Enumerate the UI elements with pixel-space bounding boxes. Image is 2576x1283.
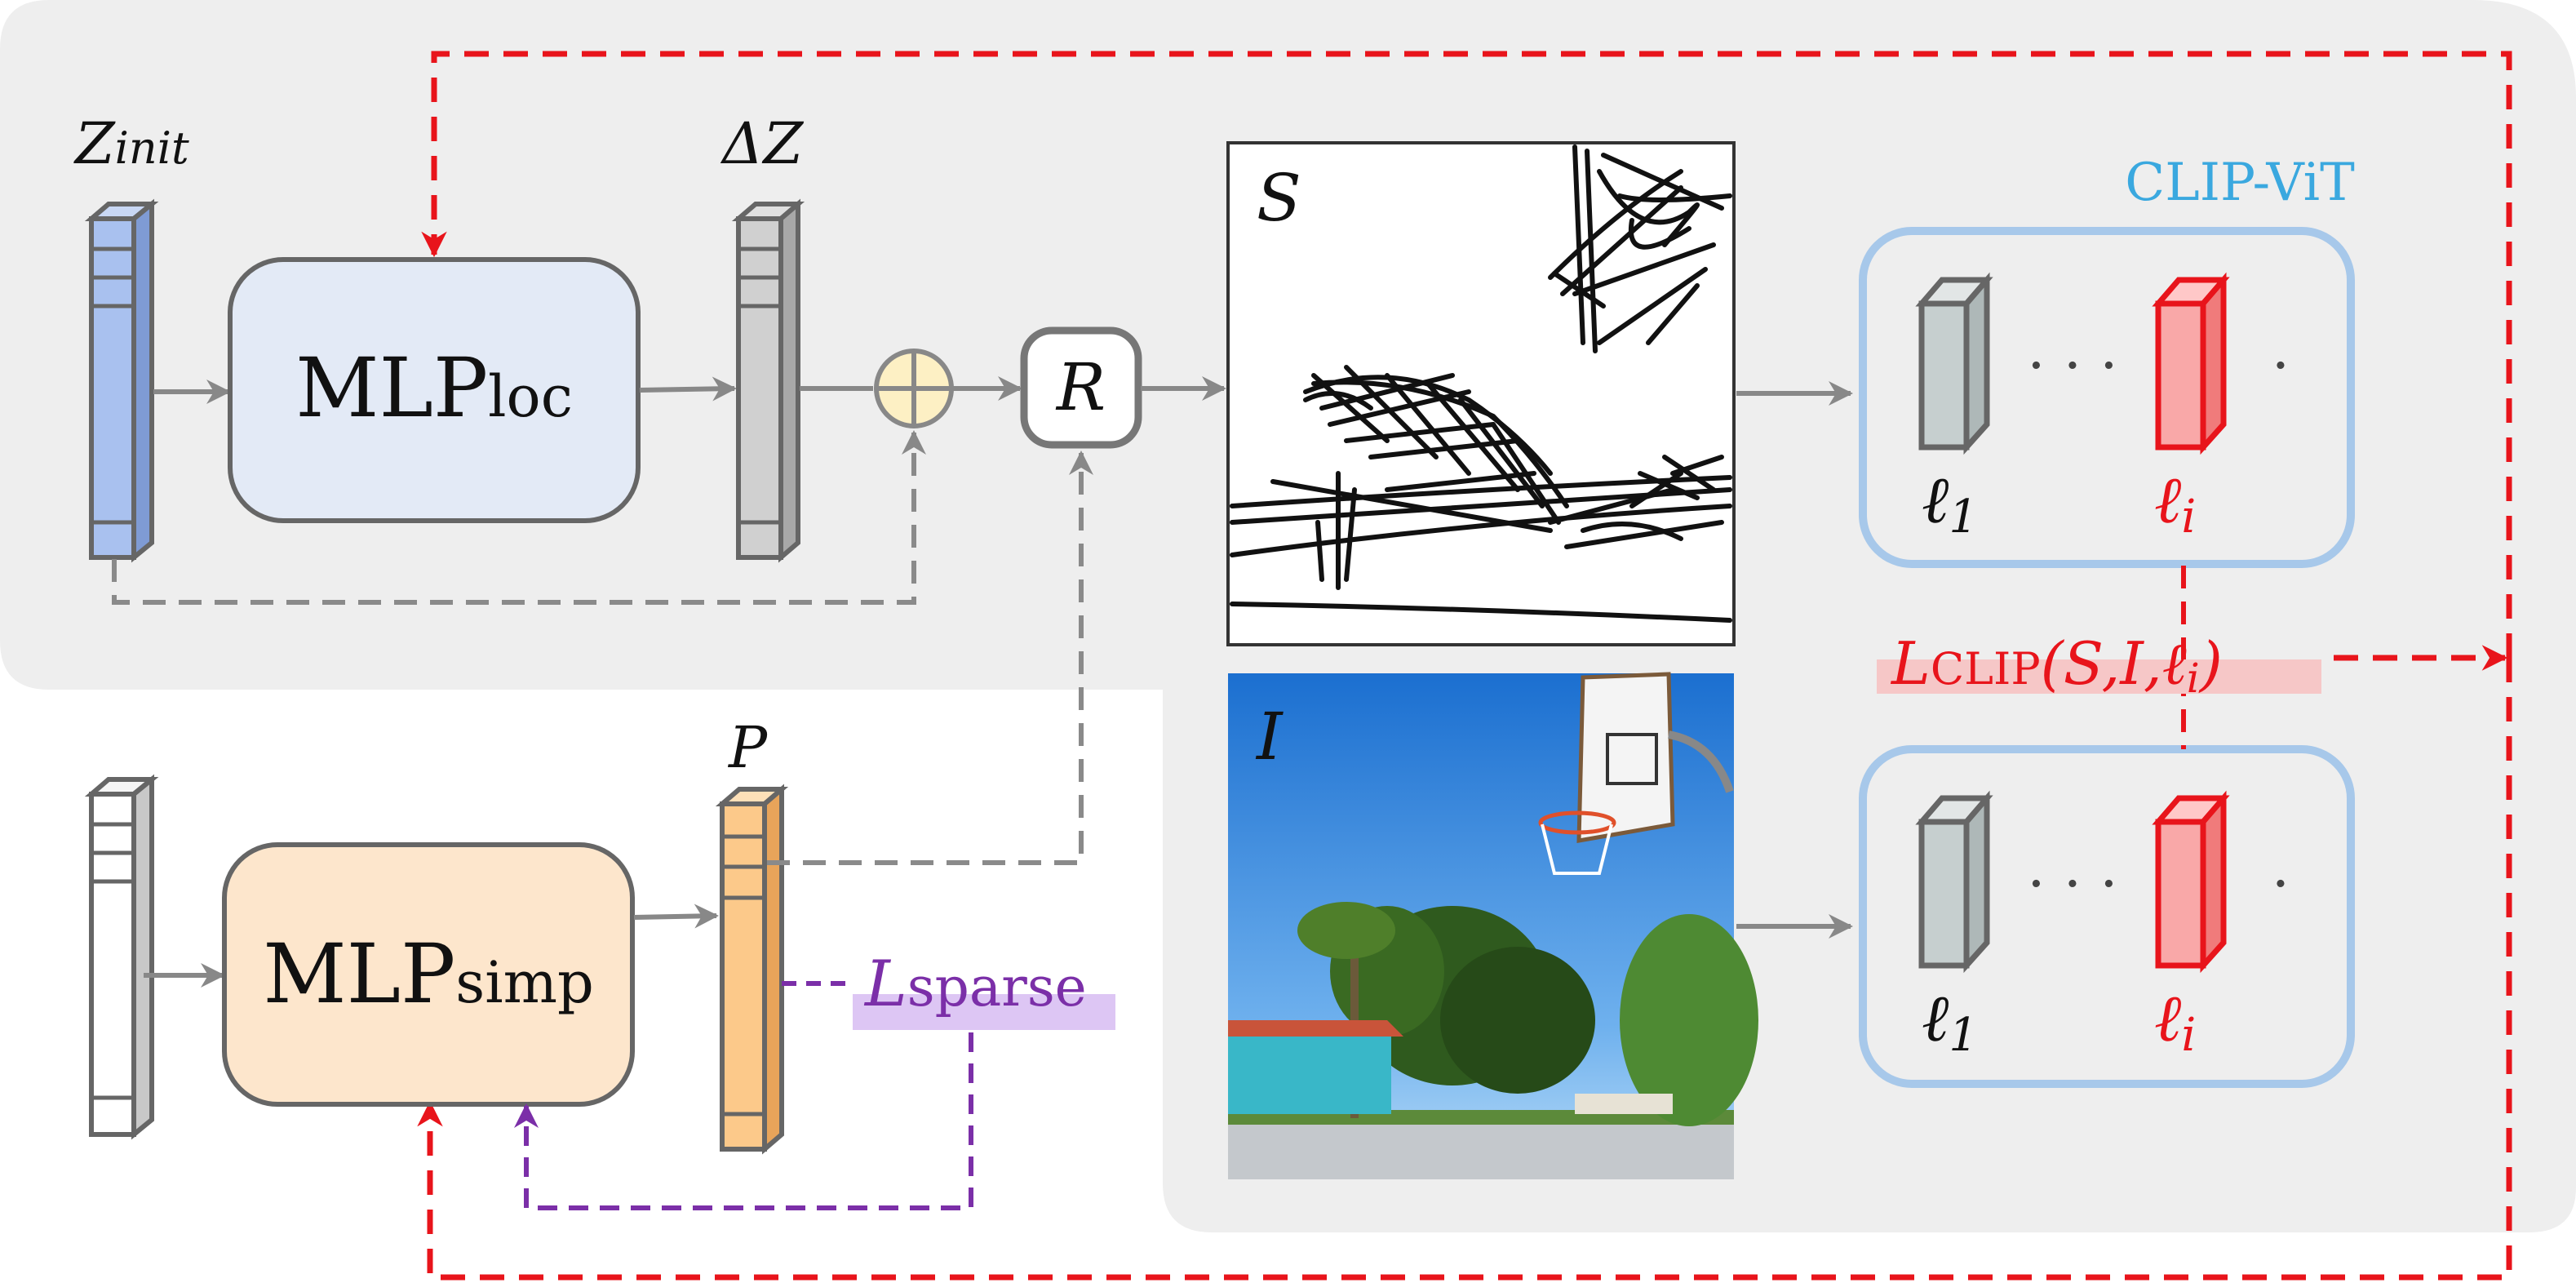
input-photo [1228, 672, 1758, 1179]
plus-operator [874, 348, 954, 428]
lower-layer-i-label: ℓi [2154, 980, 2196, 1062]
clip-loss-label: LCLIP(S,I,ℓi) [1890, 629, 2223, 702]
mlp-loc-box [228, 257, 641, 523]
upper-layer-1-label: ℓ1 [1922, 462, 1978, 544]
sketch-canvas [1226, 141, 1736, 646]
z-init-label: Zinit [73, 110, 189, 177]
arrow-mlpsimp-to-p [633, 903, 719, 929]
arrow-p-to-render [767, 451, 1093, 865]
upper-dots-right: · [2272, 332, 2290, 399]
delta-z-label: ΔZ [720, 110, 805, 177]
sparse-loss-highlight [853, 994, 1115, 1030]
upper-layer-1-block [1915, 272, 1993, 455]
upper-dots: · · · [2027, 332, 2117, 399]
image-label: I [1255, 699, 1284, 775]
mlp-loc-label: MLPloc [295, 340, 573, 436]
lower-layer-i-block [2152, 790, 2230, 974]
upper-layer-i-block [2152, 272, 2230, 455]
sparse-loss-label: Lsparse [863, 948, 1087, 1021]
mlp-simp-box [222, 842, 635, 1107]
clip-vit-label: CLIP-ViT [2125, 153, 2355, 213]
lower-dots: · · · [2027, 850, 2117, 917]
arrow-mlploc-to-deltaz [639, 376, 737, 402]
delta-z-vector [731, 198, 805, 563]
lower-dots-right: · [2272, 850, 2290, 917]
gradient-feedback-loop-bottom [417, 658, 2512, 1281]
input-white-vector [84, 774, 159, 1140]
sketch-label: S [1257, 160, 1301, 236]
p-vector [715, 784, 789, 1155]
upper-layer-i-label: ℓi [2154, 462, 2196, 544]
lower-layer-1-block [1915, 790, 1993, 974]
skip-connection-dashed [112, 430, 926, 605]
lower-layer-1-label: ℓ1 [1922, 980, 1978, 1062]
mlp-simp-label: MLPsimp [263, 926, 594, 1022]
renderer-label: R [1055, 349, 1106, 425]
z-init-vector [84, 198, 159, 563]
clip-loss-highlight [1877, 659, 2321, 694]
renderer-box [1020, 326, 1142, 449]
p-label: P [727, 714, 769, 781]
